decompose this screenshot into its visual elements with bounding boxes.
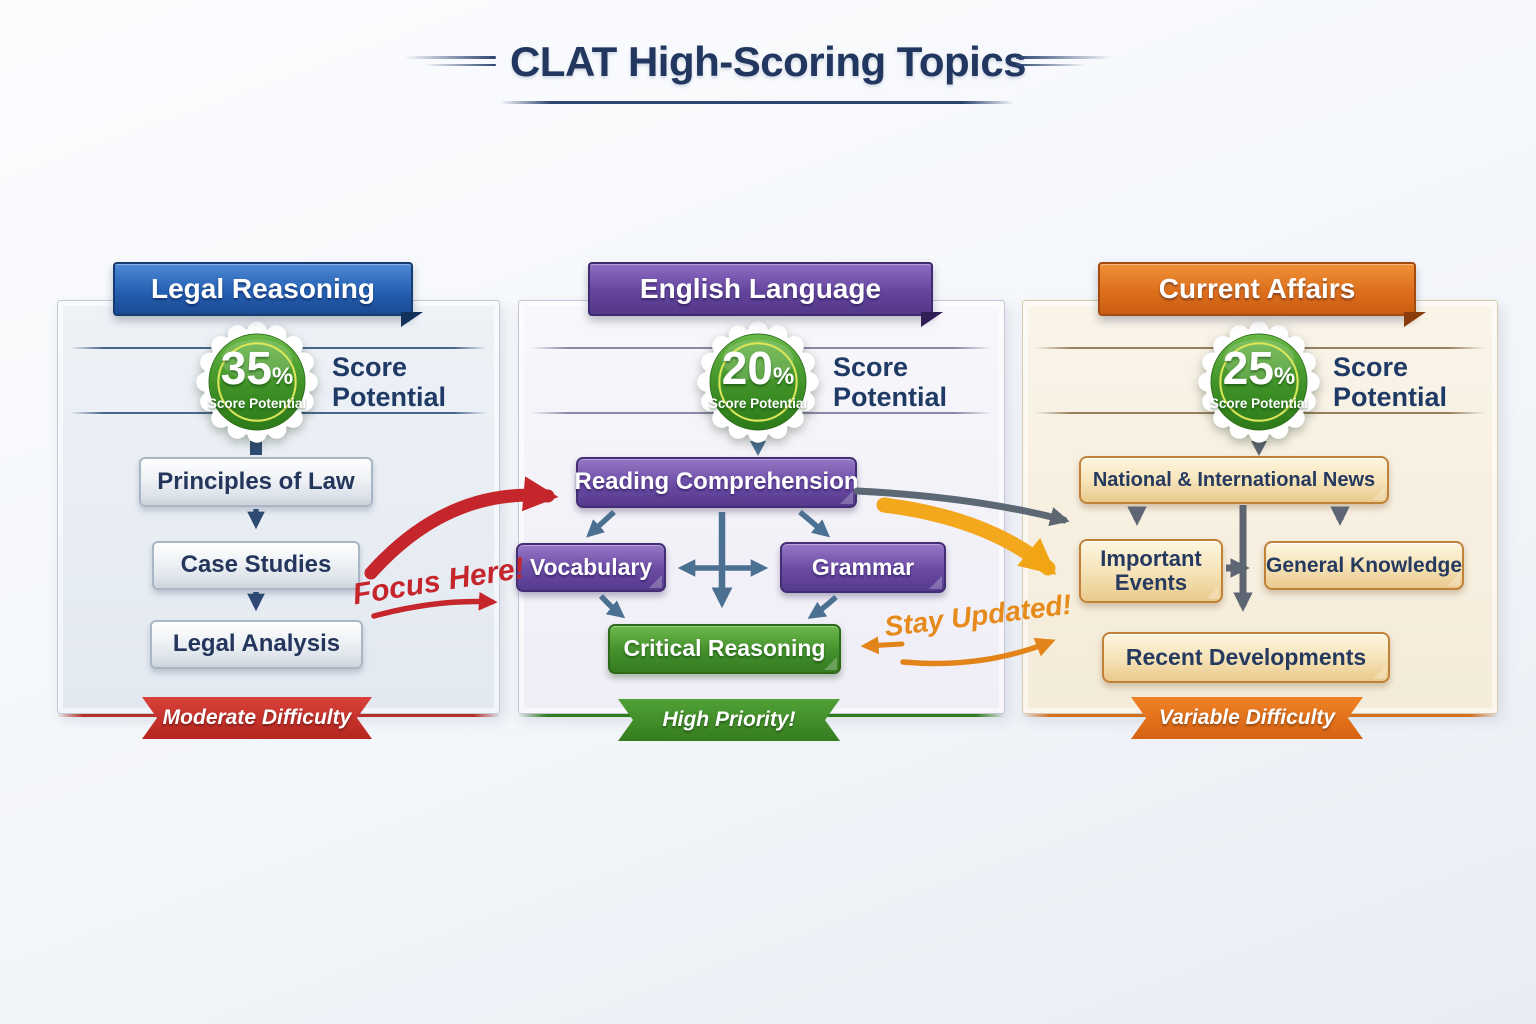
flow-box-grammar: Grammar [780, 542, 946, 593]
flow-box-reading-comprehension: Reading Comprehension [574, 457, 859, 508]
banner-english-language-label: English Language [639, 273, 882, 304]
score-value: 35% [220, 342, 294, 394]
badge-text: 20% Score Potential [690, 314, 826, 450]
difficulty-ribbon-current: Variable Difficulty [1131, 697, 1363, 739]
badge-text: 35% Score Potential [189, 314, 325, 450]
flow-box-recent-developments: Recent Developments [1102, 632, 1390, 683]
badge-caption: Score Potential [1209, 396, 1309, 411]
banner-legal-reasoning: Legal Reasoning [113, 262, 423, 327]
flow-box-national-international-news: National & International News [1079, 456, 1389, 504]
flow-box-vocabulary: Vocabulary [516, 543, 666, 592]
flow-box-important-events: Important Events [1079, 539, 1223, 603]
score-value: 20% [721, 342, 795, 394]
score-badge-english: 20% Score Potential [690, 314, 826, 450]
title-flourish-left-icon [404, 56, 496, 66]
banner-current-affairs-label: Current Affairs [1158, 273, 1356, 304]
difficulty-ribbon-legal: Moderate Difficulty [142, 697, 372, 739]
title-block: CLAT High-Scoring Topics [0, 38, 1536, 86]
badge-caption: Score Potential [207, 396, 307, 411]
title-flourish-right-icon [1016, 56, 1112, 66]
badge-text: 25% Score Potential [1191, 314, 1327, 450]
banner-current-affairs: Current Affairs [1098, 262, 1426, 327]
priority-ribbon-english: High Priority! [618, 699, 840, 741]
badge-caption: Score Potential [708, 396, 808, 411]
score-badge-current: 25% Score Potential [1191, 314, 1327, 450]
page-title: CLAT High-Scoring Topics [509, 38, 1027, 85]
banner-english-language: English Language [588, 262, 943, 327]
score-value: 25% [1222, 342, 1296, 394]
flow-box-critical-reasoning: Critical Reasoning [608, 624, 841, 674]
score-badge-legal: 35% Score Potential [189, 314, 325, 450]
flow-box-case-studies: Case Studies [152, 541, 360, 590]
banner-legal-reasoning-label: Legal Reasoning [150, 273, 376, 304]
flow-box-principles-of-law: Principles of Law [139, 457, 373, 507]
title-underline [500, 101, 1014, 104]
flow-box-legal-analysis: Legal Analysis [150, 620, 363, 669]
flow-box-general-knowledge: General Knowledge [1264, 541, 1464, 590]
